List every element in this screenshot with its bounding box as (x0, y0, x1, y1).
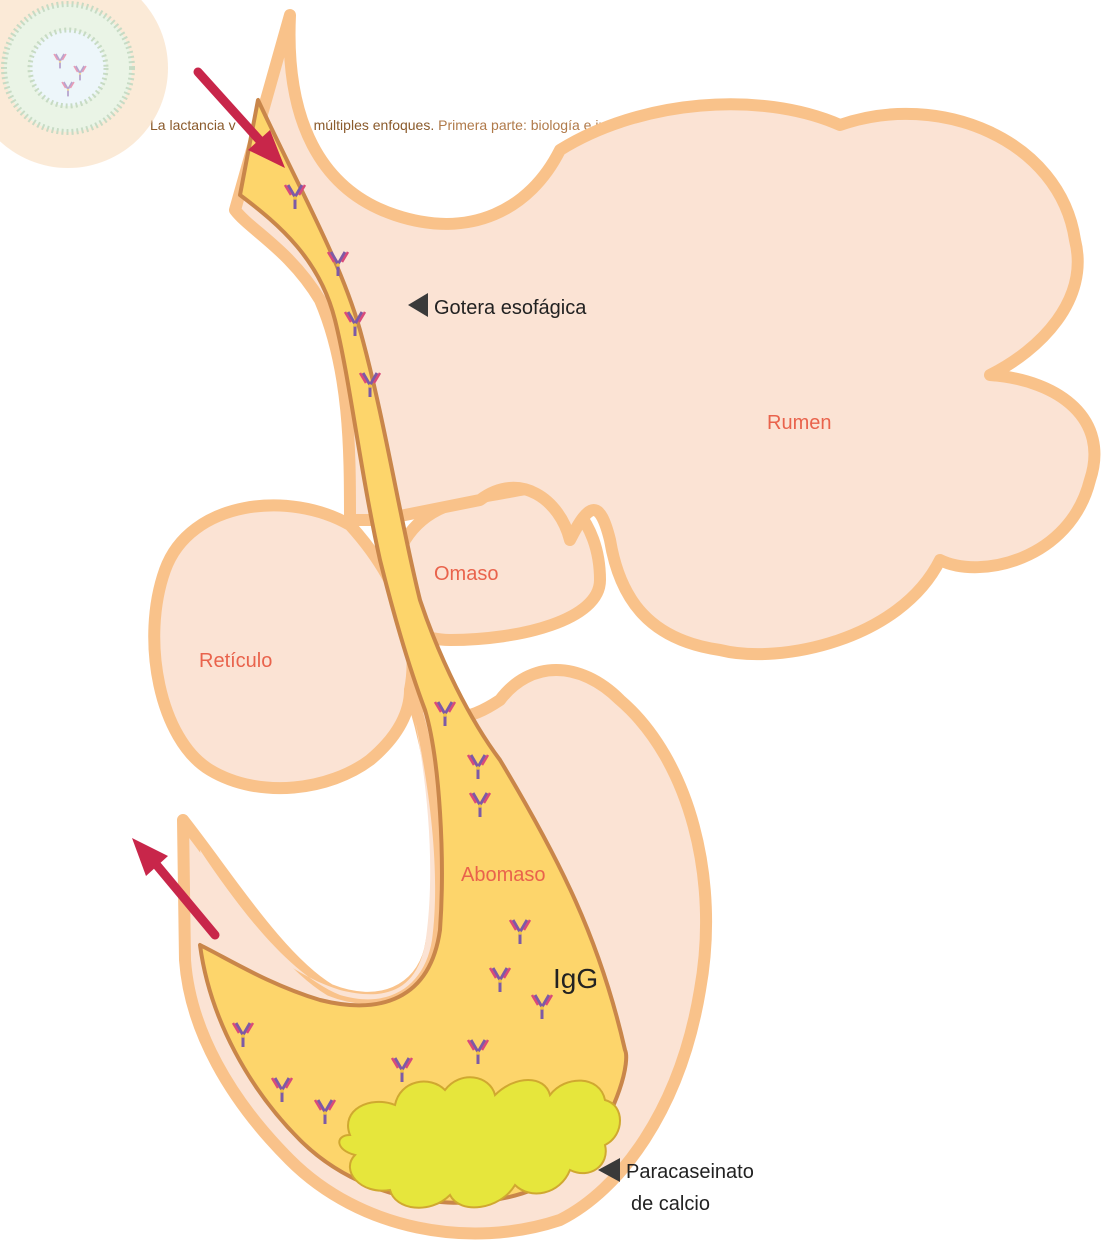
label-de-calcio: de calcio (631, 1193, 710, 1215)
label-paracaseinato: Paracaseinato (626, 1161, 754, 1183)
micelle-logo-icon (0, 0, 168, 168)
reticulo-lobe (154, 505, 412, 788)
label-gotera: Gotera esofágica (434, 297, 587, 319)
label-abomaso: Abomaso (461, 864, 546, 886)
label-igg: IgG (553, 963, 598, 994)
label-rumen: Rumen (767, 412, 831, 434)
label-reticulo: Retículo (199, 650, 272, 672)
label-omaso: Omaso (434, 563, 498, 585)
